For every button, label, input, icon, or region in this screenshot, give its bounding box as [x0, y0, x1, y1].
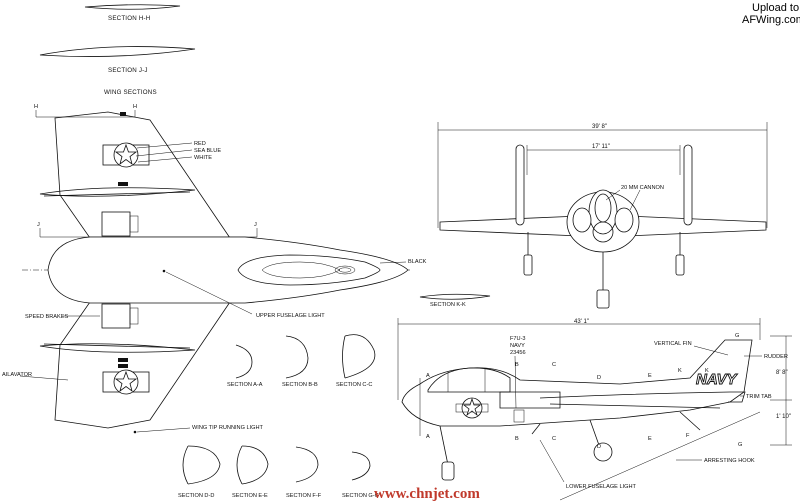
- plan-view: H H J J: [2, 104, 427, 434]
- callout-white: WHITE: [194, 155, 212, 161]
- fuselage-sections: SECTION A-A SECTION B-B SECTION C-C SECT…: [178, 334, 480, 502]
- label-section-ff: SECTION F-F: [286, 493, 322, 499]
- dim-height: 8' 8": [776, 370, 788, 376]
- svg-text:A: A: [426, 434, 430, 440]
- label-section-dd: SECTION D-D: [178, 493, 214, 499]
- svg-text:J: J: [254, 222, 257, 228]
- label-section-kk: SECTION K-K: [430, 302, 466, 308]
- marking-model: F7U-3: [510, 336, 526, 342]
- svg-text:E: E: [648, 436, 652, 442]
- label-section-gg: SECTION G-G: [342, 493, 379, 499]
- front-view: 39' 8" 17' 11" 20 MM CANNON: [437, 122, 768, 309]
- label-section-hh: SECTION H-H: [108, 15, 150, 22]
- svg-text:G: G: [738, 442, 742, 448]
- svg-text:A: A: [426, 373, 430, 379]
- label-section-jj: SECTION J-J: [108, 67, 148, 74]
- label-section-bb: SECTION B-B: [282, 382, 318, 388]
- callout-cannon: 20 MM CANNON: [621, 185, 664, 191]
- svg-text:K: K: [678, 368, 682, 374]
- dim-length: 43' 1": [574, 319, 589, 325]
- callout-speed-brakes: SPEED BRAKES: [25, 314, 68, 320]
- insignia-upper-wing: [102, 112, 150, 186]
- svg-text:D: D: [597, 375, 601, 381]
- callout-arresting-hook: ARRESTING HOOK: [704, 458, 755, 464]
- label-section-ee: SECTION E-E: [232, 493, 268, 499]
- callout-black: BLACK: [408, 259, 427, 265]
- watermark-site: www.chnjet.com: [374, 486, 480, 502]
- callout-upper-fuselage-light: UPPER FUSELAGE LIGHT: [256, 313, 325, 319]
- svg-text:K: K: [705, 368, 709, 374]
- svg-text:H: H: [133, 104, 137, 110]
- callout-lower-fuselage-light: LOWER FUSELAGE LIGHT: [566, 484, 637, 490]
- svg-text:F: F: [686, 433, 690, 439]
- wing-section-hh: SECTION H-H: [84, 4, 181, 22]
- svg-text:C: C: [552, 436, 556, 442]
- section-kk: SECTION K-K: [419, 293, 491, 308]
- marking-service: NAVY: [510, 343, 525, 349]
- dim-track: 17' 11": [592, 144, 610, 150]
- wing-section-jj: SECTION J-J: [39, 46, 196, 74]
- svg-text:G: G: [735, 333, 739, 339]
- marking-serial: 23456: [510, 350, 526, 356]
- insignia-lower-wing: [102, 358, 150, 395]
- callout-red: RED: [194, 141, 206, 147]
- svg-text:B: B: [515, 362, 519, 368]
- label-section-aa: SECTION A-A: [227, 382, 263, 388]
- side-view: 43' 1" 8' 8" 1' 10" NAVY F7U-3 NAVY 2345…: [397, 318, 792, 501]
- svg-text:E: E: [648, 373, 652, 379]
- callout-wing-tip-running-light: WING TIP RUNNING LIGHT: [192, 425, 264, 431]
- tail-marking: NAVY: [696, 371, 739, 388]
- label-wing-sections: WING SECTIONS: [104, 89, 157, 96]
- dim-span: 39' 8": [592, 124, 607, 130]
- callout-sea-blue: SEA BLUE: [194, 148, 221, 154]
- dim-gear: 1' 10": [776, 414, 791, 420]
- callout-trim-tab: TRIM TAB: [746, 394, 772, 400]
- svg-text:C: C: [552, 362, 556, 368]
- svg-text:H: H: [34, 104, 38, 110]
- svg-text:B: B: [515, 436, 519, 442]
- svg-text:D: D: [597, 444, 601, 450]
- svg-text:J: J: [37, 222, 40, 228]
- label-section-cc: SECTION C-C: [336, 382, 372, 388]
- watermark-line1: Upload to: [752, 2, 799, 14]
- callout-rudder: RUDDER: [764, 354, 788, 360]
- callout-ailavator: AILAVATOR: [2, 372, 32, 378]
- watermark-line2: AFWing.com: [742, 14, 800, 26]
- callout-vertical-fin: VERTICAL FIN: [654, 341, 692, 347]
